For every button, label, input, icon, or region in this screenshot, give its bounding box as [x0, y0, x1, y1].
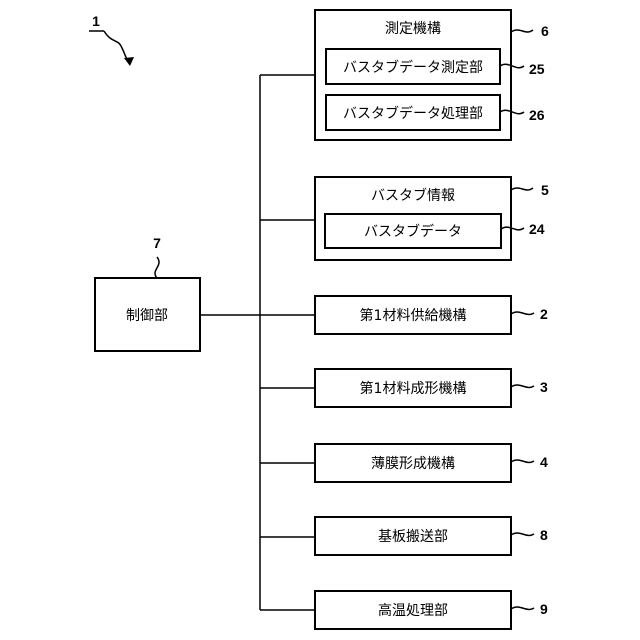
unit-ref-leader-8 [511, 533, 534, 535]
bathtub-info-ref-leader [511, 188, 533, 190]
measurement-ref-label: 6 [541, 23, 549, 39]
unit-label-4: 薄膜形成機構 [371, 456, 455, 472]
unit-label-9: 高温処理部 [378, 602, 448, 619]
unit-block-4: 薄膜形成機構 4 [315, 444, 548, 482]
bathtub-info-label: バスタブ情報 [371, 187, 455, 204]
unit-block-3: 第1材料成形機構 3 [315, 369, 548, 407]
figure-ref-label: 1 [92, 13, 100, 29]
controller-ref-leader [155, 257, 159, 278]
unit-ref-label-9: 9 [540, 601, 548, 617]
figure-ref-arrowhead [124, 57, 134, 66]
controller-block: 制御部 7 [95, 235, 200, 351]
unit-ref-leader-2 [511, 312, 534, 314]
measurement-label: 測定機構 [385, 21, 441, 37]
bathtub-info-ref-label: 5 [541, 182, 549, 198]
bathtub-process-unit-label: バスタブデータ処理部 [343, 105, 483, 122]
unit-block-2: 第1材料供給機構 2 [315, 296, 548, 334]
unit-label-2: 第1材料供給機構 [360, 307, 467, 324]
bathtub-measure-unit-label: バスタブデータ測定部 [343, 59, 483, 76]
controller-ref-label: 7 [153, 235, 161, 251]
bathtub-data-label: バスタブデータ [364, 223, 462, 240]
unit-label-3: 第1材料成形機構 [360, 380, 467, 397]
bathtub-process-unit-ref-label: 26 [529, 107, 545, 123]
unit-ref-label-8: 8 [540, 527, 548, 543]
bathtub-info-block: バスタブ情報 5 バスタブデータ 24 [315, 177, 549, 260]
unit-ref-label-4: 4 [540, 454, 548, 470]
bathtub-measure-unit-ref-label: 25 [529, 61, 545, 77]
controller-label: 制御部 [126, 308, 168, 324]
measurement-ref-leader [511, 30, 533, 32]
unit-label-8: 基板搬送部 [378, 528, 448, 545]
unit-block-8: 基板搬送部 8 [315, 517, 548, 555]
measurement-block: 測定機構 6 バスタブデータ測定部 25 バスタブデータ処理部 26 [315, 10, 549, 140]
unit-ref-leader-9 [511, 607, 534, 609]
unit-block-9: 高温処理部 9 [315, 591, 548, 629]
unit-ref-leader-3 [511, 385, 534, 387]
unit-ref-label-3: 3 [540, 379, 548, 395]
unit-ref-label-2: 2 [540, 306, 548, 322]
bathtub-data-ref-label: 24 [529, 221, 545, 237]
unit-ref-leader-4 [511, 460, 534, 462]
